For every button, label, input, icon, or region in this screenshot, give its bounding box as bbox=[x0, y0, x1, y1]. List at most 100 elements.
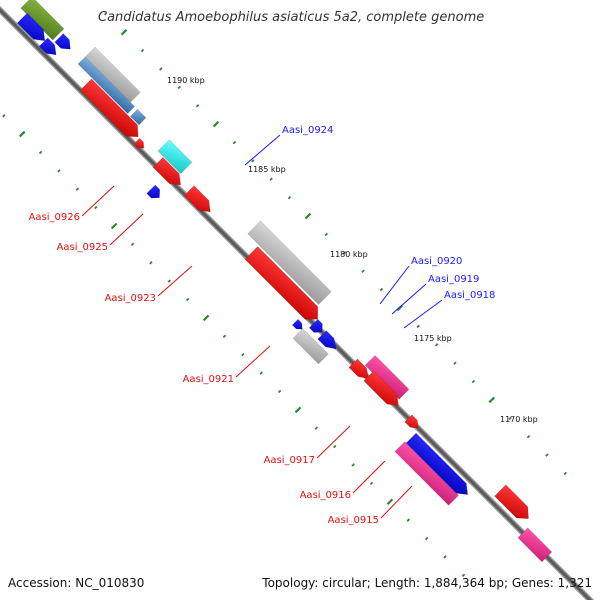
tick-marks bbox=[2, 12, 567, 577]
minor-tick bbox=[222, 334, 227, 338]
minor-tick bbox=[526, 434, 531, 439]
feature-blue-2 bbox=[38, 37, 57, 56]
gene-label-aasi-0925-leader bbox=[109, 213, 144, 246]
genome-title: Candidatus Amoebophilus asiaticus 5a2, c… bbox=[98, 10, 485, 25]
feature-red-0921 bbox=[244, 246, 319, 320]
minor-tick bbox=[232, 140, 237, 145]
minor-tick bbox=[2, 113, 6, 118]
feature-magenta-1170 bbox=[394, 441, 459, 506]
gene-label-aasi-0920-leader bbox=[379, 265, 410, 305]
major-tick bbox=[18, 130, 26, 138]
minor-tick bbox=[140, 48, 145, 53]
minor-tick bbox=[195, 104, 200, 108]
gene-label-aasi-0926: Aasi_0926 bbox=[29, 212, 80, 223]
accession-value: NC_010830 bbox=[75, 576, 145, 590]
feature-blue-0924 bbox=[146, 184, 161, 199]
minor-tick bbox=[443, 555, 447, 559]
feature-red-0917 bbox=[363, 370, 399, 406]
minor-tick bbox=[259, 371, 263, 375]
scale-label-1190-kbp: 1190 kbp bbox=[167, 76, 205, 85]
gene-label-aasi-0919: Aasi_0919 bbox=[428, 274, 479, 285]
feature-red-0923 bbox=[183, 185, 211, 213]
feature-blue-0918 bbox=[317, 330, 337, 350]
gene-label-aasi-0916-leader bbox=[352, 460, 386, 494]
minor-tick bbox=[159, 67, 163, 71]
feature-steel-small bbox=[129, 108, 147, 126]
major-tick bbox=[120, 28, 128, 36]
feature-olive bbox=[20, 0, 65, 41]
gene-label-aasi-0916: Aasi_0916 bbox=[300, 490, 351, 501]
minor-tick bbox=[563, 471, 567, 476]
feature-red-tiny-upper bbox=[133, 137, 145, 149]
gene-label-aasi-0923: Aasi_0923 bbox=[105, 293, 156, 304]
feature-blue-0920 bbox=[291, 318, 303, 330]
topology-value: circular; bbox=[322, 576, 371, 590]
minor-tick bbox=[241, 352, 245, 357]
minor-tick bbox=[94, 205, 98, 210]
feature-red-big-upper bbox=[79, 78, 139, 138]
major-tick bbox=[294, 406, 302, 414]
feature-red-small bbox=[0, 0, 12, 2]
scale-label-1185-kbp: 1185 kbp bbox=[248, 165, 286, 174]
feature-magenta-bottom bbox=[517, 527, 553, 563]
gene-label-aasi-0917: Aasi_0917 bbox=[264, 455, 315, 466]
major-tick bbox=[396, 304, 404, 312]
feature-blue-1170 bbox=[405, 432, 469, 496]
accession-label: Accession: bbox=[8, 576, 72, 590]
minor-tick bbox=[324, 232, 328, 237]
minor-tick bbox=[508, 416, 512, 421]
gene-label-aasi-0918-leader bbox=[403, 299, 443, 329]
major-tick bbox=[202, 314, 210, 322]
minor-tick bbox=[314, 426, 319, 430]
feature-magenta-0916 bbox=[364, 354, 410, 400]
minor-tick bbox=[416, 324, 420, 329]
minor-tick bbox=[351, 463, 355, 467]
gene-label-aasi-0919-leader bbox=[391, 283, 427, 315]
scale-label-1175-kbp: 1175 kbp bbox=[414, 334, 452, 343]
genes-label: Genes: bbox=[511, 576, 554, 590]
accession-info: Accession: NC_010830 bbox=[8, 576, 144, 590]
feature-cyan bbox=[157, 139, 193, 175]
minor-tick bbox=[130, 242, 135, 247]
feature-gray-0921 bbox=[247, 220, 332, 305]
genes-value: 1,321 bbox=[557, 576, 592, 590]
gene-label-aasi-0926-leader bbox=[81, 185, 115, 217]
minor-tick bbox=[57, 169, 61, 173]
label-leader-lines bbox=[81, 134, 443, 519]
feature-red-lower-1 bbox=[348, 358, 370, 380]
minor-tick bbox=[361, 269, 365, 273]
length-label: Length: bbox=[374, 576, 421, 590]
minor-tick bbox=[177, 85, 181, 90]
major-tick bbox=[488, 396, 495, 404]
minor-tick bbox=[38, 150, 43, 155]
scale-label-1170-kbp: 1170 kbp bbox=[500, 415, 538, 424]
gene-label-aasi-0921: Aasi_0921 bbox=[183, 374, 234, 385]
minor-tick bbox=[342, 251, 347, 255]
minor-tick bbox=[471, 379, 476, 384]
feature-red-0915 bbox=[404, 414, 419, 429]
minor-tick bbox=[369, 481, 374, 486]
minor-tick bbox=[185, 297, 190, 302]
minor-tick bbox=[149, 261, 153, 265]
minor-tick bbox=[251, 159, 255, 163]
major-tick bbox=[386, 498, 394, 505]
gene-label-aasi-0917-leader bbox=[316, 425, 351, 459]
minor-tick bbox=[75, 187, 80, 191]
minor-tick bbox=[434, 343, 439, 347]
minor-tick bbox=[545, 453, 549, 457]
major-tick bbox=[110, 222, 118, 230]
minor-tick bbox=[453, 361, 457, 365]
major-tick bbox=[212, 120, 220, 128]
minor-tick bbox=[406, 518, 411, 522]
gene-features bbox=[0, 0, 553, 563]
topology-label: Topology: bbox=[262, 576, 319, 590]
genome-summary: Topology: circular; Length: 1,884,364 bp… bbox=[262, 576, 592, 590]
feature-blue-0919 bbox=[308, 318, 323, 333]
feature-gray-upper bbox=[84, 46, 141, 103]
gene-label-aasi-0920: Aasi_0920 bbox=[411, 256, 462, 267]
minor-tick bbox=[287, 195, 292, 200]
feature-blue-1 bbox=[16, 12, 46, 42]
minor-tick bbox=[379, 287, 384, 292]
feature-blue-3 bbox=[54, 33, 71, 50]
